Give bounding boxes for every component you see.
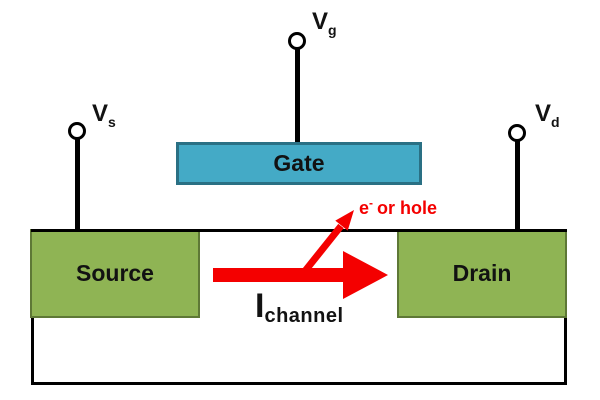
- drain-voltage-label: Vd: [535, 100, 560, 130]
- current-symbol: I: [255, 287, 265, 325]
- gate-region: Gate: [176, 142, 422, 185]
- source-voltage-subscript: s: [108, 114, 116, 130]
- carrier-motion-arrow-head: [335, 210, 354, 231]
- channel-current-label: Ichannel: [255, 287, 344, 326]
- substrate-surface-line: [31, 229, 567, 232]
- drain-terminal-node: [508, 124, 526, 142]
- drain-voltage-symbol: V: [535, 100, 552, 127]
- source-terminal-node: [68, 122, 86, 140]
- carrier-suffix: or hole: [377, 198, 438, 218]
- source-region-label: Source: [76, 260, 154, 286]
- carrier-label: e-or hole: [359, 197, 437, 217]
- source-voltage-label: Vs: [92, 100, 116, 130]
- drain-region-label: Drain: [452, 260, 512, 286]
- gate-voltage-symbol: V: [312, 8, 329, 35]
- source-voltage-symbol: V: [92, 100, 109, 127]
- source-wire: [75, 138, 80, 231]
- drain-region: Drain: [397, 229, 567, 318]
- carrier-base: e: [359, 198, 370, 218]
- gate-region-label: Gate: [273, 150, 325, 176]
- source-region: Source: [30, 229, 200, 318]
- gate-wire: [295, 48, 300, 144]
- gate-terminal-node: [288, 32, 306, 50]
- drain-wire: [515, 140, 520, 231]
- carrier-superscript: -: [369, 196, 374, 210]
- current-subscript: channel: [264, 305, 344, 327]
- gate-voltage-subscript: g: [328, 22, 337, 38]
- gate-voltage-label: Vg: [312, 8, 337, 38]
- drain-voltage-subscript: d: [551, 114, 560, 130]
